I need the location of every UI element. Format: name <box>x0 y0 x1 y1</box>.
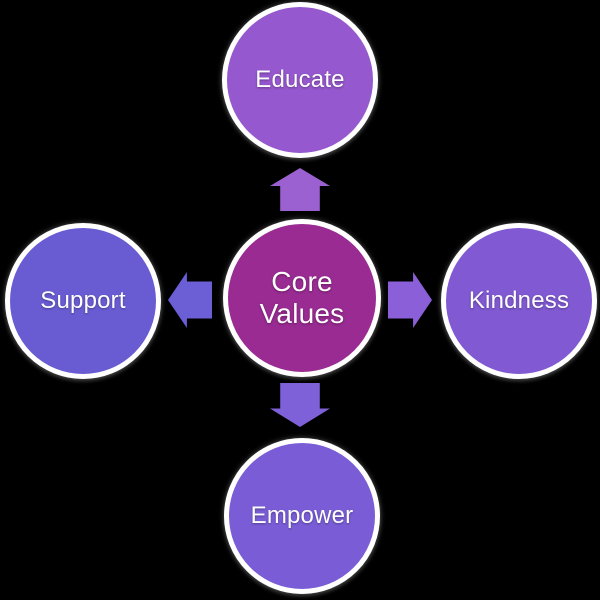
node-label-educate: Educate <box>255 66 345 94</box>
arrow-down-icon <box>270 383 330 427</box>
node-circle-kindness: Kindness <box>441 223 597 379</box>
center-node-label: Core Values <box>260 266 345 330</box>
center-label-line1: Core <box>271 265 333 297</box>
arrow-right-icon <box>388 272 432 328</box>
node-circle-support: Support <box>5 223 161 379</box>
node-circle-educate: Educate <box>222 2 378 158</box>
arrow-up-icon <box>270 168 330 211</box>
node-label-support: Support <box>40 287 126 315</box>
node-circle-empower: Empower <box>224 438 380 594</box>
center-label-line2: Values <box>259 298 345 329</box>
node-label-kindness: Kindness <box>468 287 570 315</box>
node-label-empower: Empower <box>250 502 354 530</box>
center-node-circle: Core Values <box>223 219 381 377</box>
arrow-left-icon <box>168 272 212 328</box>
